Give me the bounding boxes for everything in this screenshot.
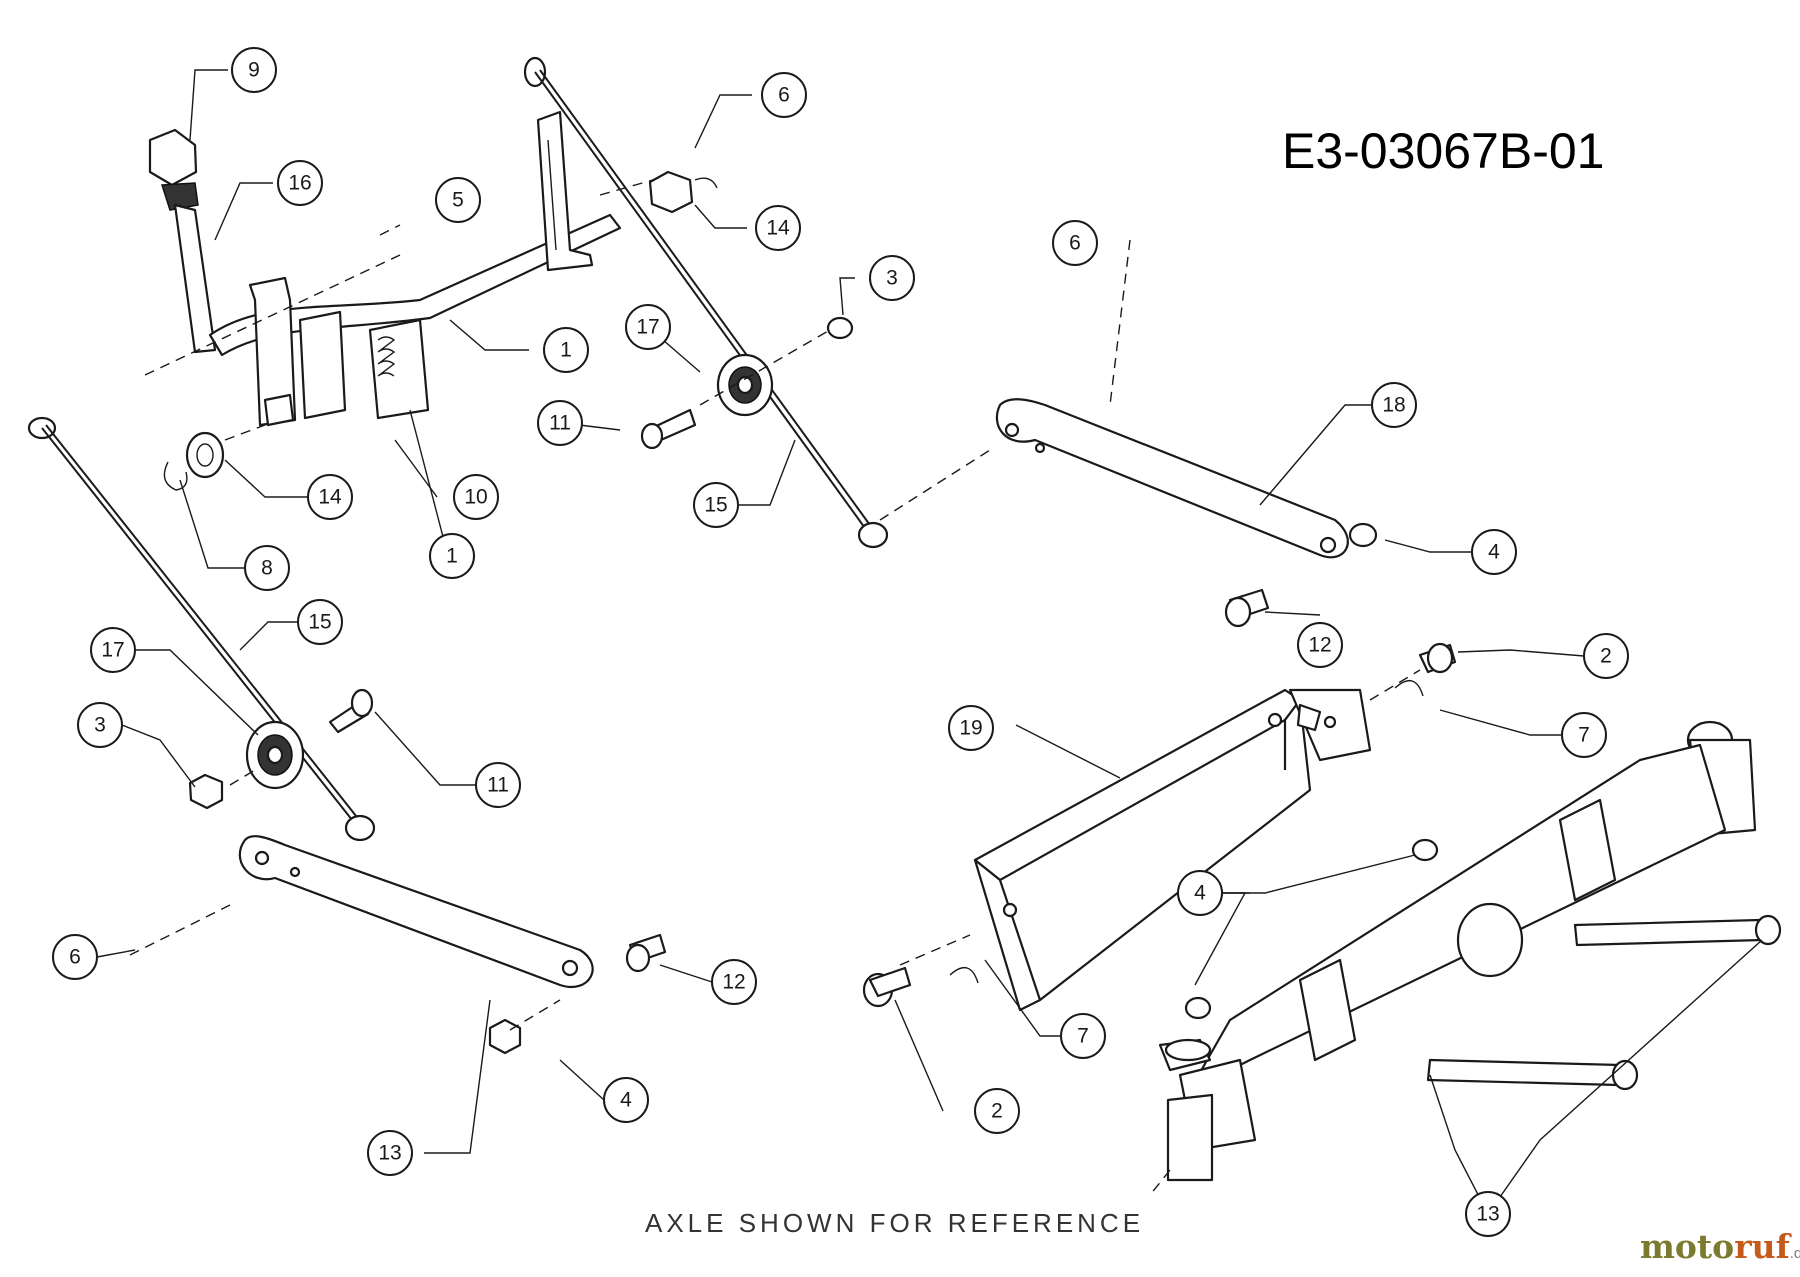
callout-label: 2 xyxy=(1600,645,1612,668)
callout-bubble: 8 xyxy=(244,545,290,591)
callout-bubble: 11 xyxy=(537,400,583,446)
callout-label: 8 xyxy=(261,557,273,580)
callout-label: 6 xyxy=(778,84,790,107)
lift-shaft-assembly xyxy=(144,110,661,491)
svg-text:motoruf.de: motoruf.de xyxy=(1640,1227,1800,1266)
callout-label: 6 xyxy=(69,946,81,969)
callout-bubble: 17 xyxy=(90,627,136,673)
callout-label: 19 xyxy=(959,717,982,740)
callout-label: 17 xyxy=(101,639,124,662)
callout-label: 12 xyxy=(1308,634,1331,657)
callout-bubble: 13 xyxy=(1465,1191,1511,1237)
callout-label: 1 xyxy=(560,339,572,362)
callout-bubble: 14 xyxy=(755,205,801,251)
callout-bubble: 19 xyxy=(948,705,994,751)
callout-label: 15 xyxy=(704,494,727,517)
callout-label: 18 xyxy=(1382,394,1405,417)
callout-bubble: 12 xyxy=(711,959,757,1005)
callout-bubble: 18 xyxy=(1371,382,1417,428)
lift-link-right xyxy=(879,239,1378,628)
callout-label: 10 xyxy=(464,486,487,509)
drawing-code: E3-03067B-01 xyxy=(1282,123,1604,179)
callout-label: 17 xyxy=(636,316,659,339)
callout-bubble: 14 xyxy=(307,474,353,520)
callout-bubble: 16 xyxy=(277,160,323,206)
callout-bubble: 4 xyxy=(1177,870,1223,916)
upper-link-rod xyxy=(523,56,889,549)
callout-bubble: 4 xyxy=(1471,529,1517,575)
callout-bubble: 3 xyxy=(77,702,123,748)
lower-link-rod xyxy=(27,416,376,842)
callout-label: 6 xyxy=(1069,232,1081,255)
callout-bubble: 9 xyxy=(231,47,277,93)
callout-label: 4 xyxy=(1488,541,1500,564)
callout-bubble: 6 xyxy=(52,934,98,980)
callout-bubble: 15 xyxy=(693,482,739,528)
callout-label: 13 xyxy=(1476,1203,1499,1226)
callout-label: 16 xyxy=(288,172,311,195)
callout-label: 2 xyxy=(991,1100,1003,1123)
callout-bubble: 7 xyxy=(1561,712,1607,758)
callout-label: 1 xyxy=(446,545,458,568)
callout-label: 7 xyxy=(1077,1025,1089,1048)
callout-label: 4 xyxy=(620,1089,632,1112)
callout-bubble: 2 xyxy=(1583,633,1629,679)
watermark-suffix: .de xyxy=(1790,1245,1800,1262)
callout-bubble: 17 xyxy=(625,304,671,350)
callout-bubble: 12 xyxy=(1297,622,1343,668)
callout-bubble: 13 xyxy=(367,1130,413,1176)
callout-label: 5 xyxy=(452,189,464,212)
callout-label: 4 xyxy=(1194,882,1206,905)
watermark-brand-b: ruf xyxy=(1734,1227,1791,1266)
lift-link-left xyxy=(129,835,667,1055)
callout-label: 11 xyxy=(549,412,571,435)
axle-bracket xyxy=(862,642,1457,1012)
callout-label: 3 xyxy=(94,714,106,737)
callout-label: 14 xyxy=(766,217,790,240)
callout-leaders xyxy=(96,69,1763,1215)
callout-label: 15 xyxy=(308,611,331,634)
callout-bubble: 11 xyxy=(475,762,521,808)
callout-bubble: 7 xyxy=(1060,1013,1106,1059)
callout-bubble: 1 xyxy=(429,533,475,579)
callout-bubble: 10 xyxy=(453,474,499,520)
watermark-logo: motoruf.de xyxy=(1640,1227,1800,1266)
reference-note: AXLE SHOWN FOR REFERENCE xyxy=(645,1208,1144,1238)
callout-bubble: 2 xyxy=(974,1088,1020,1134)
callout-bubble: 6 xyxy=(1052,220,1098,266)
callout-bubble: 15 xyxy=(297,599,343,645)
callouts: 9 16 5 1 6 14 3 17 11 15 14 10 8 1 6 18 … xyxy=(52,47,1629,1237)
callout-bubble: 5 xyxy=(435,177,481,223)
callout-label: 7 xyxy=(1578,724,1590,747)
callout-bubble: 4 xyxy=(603,1077,649,1123)
callout-bubble: 3 xyxy=(869,255,915,301)
callout-label: 11 xyxy=(487,774,509,797)
callout-label: 14 xyxy=(318,486,342,509)
front-axle xyxy=(1149,720,1782,1196)
callout-bubble: 1 xyxy=(543,327,589,373)
callout-label: 9 xyxy=(248,59,260,82)
callout-label: 12 xyxy=(722,971,745,994)
handle-knob xyxy=(148,128,199,211)
watermark-brand-a: moto xyxy=(1640,1227,1734,1266)
callout-label: 3 xyxy=(886,267,898,290)
callout-label: 13 xyxy=(378,1142,401,1165)
callout-bubble: 6 xyxy=(761,72,807,118)
